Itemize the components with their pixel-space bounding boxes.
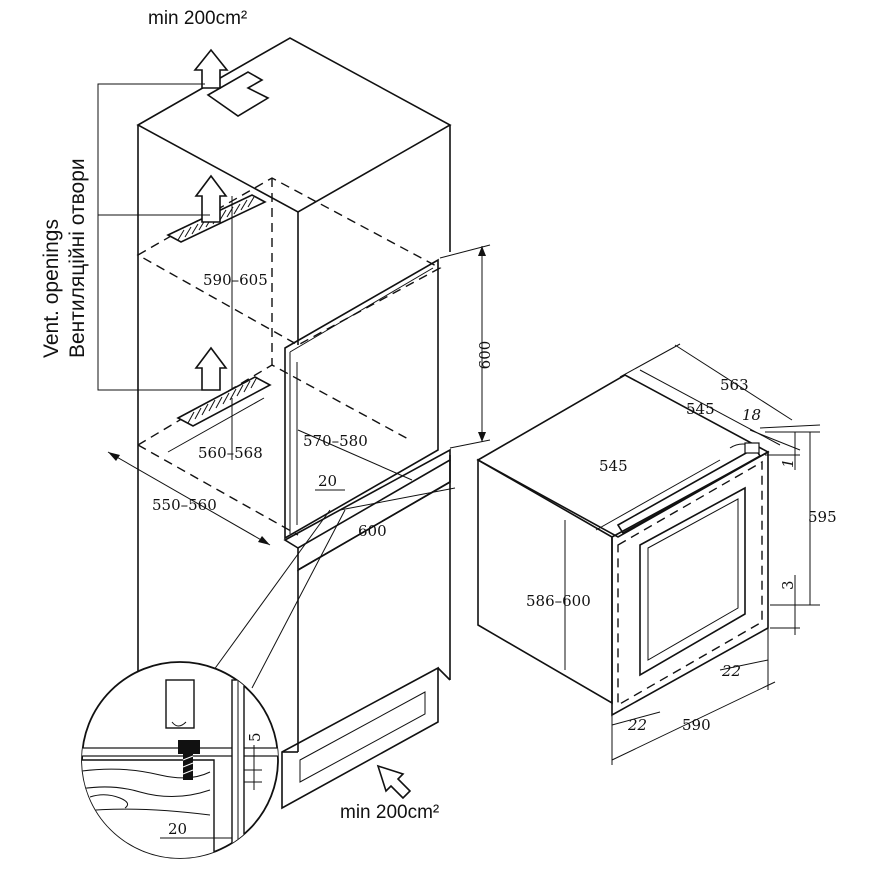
detail-magnifier: 5 20 bbox=[81, 661, 279, 859]
front-thickness-dim: 18 bbox=[742, 406, 761, 424]
niche-width-dim: 600 bbox=[358, 522, 387, 540]
bottom-airflow-label: min 200cm² bbox=[340, 802, 439, 823]
body-depth-side-dim: 545 bbox=[599, 457, 628, 475]
cabinet-dimension-labels: 590–605 600 560–568 570–580 550–560 20 6… bbox=[152, 271, 494, 540]
right-margin-dim: 22 bbox=[721, 662, 741, 680]
top-gap-dim: 1 bbox=[779, 458, 797, 468]
lower-vent-grille bbox=[176, 376, 272, 427]
bottom-gap-dim: 3 bbox=[779, 580, 797, 590]
vent-leader-lines bbox=[97, 83, 210, 391]
cabinet-dimension-lines bbox=[107, 196, 491, 546]
appliance-dimension-lines bbox=[564, 343, 821, 765]
tall-cabinet bbox=[136, 37, 452, 810]
body-depth-top-dim: 545 bbox=[686, 400, 715, 418]
up-arrow-icon bbox=[194, 346, 228, 391]
body-height-dim: 586–600 bbox=[526, 592, 591, 610]
detail-gap-dim: 5 bbox=[246, 732, 264, 742]
detail-leader bbox=[207, 509, 346, 689]
niche-depth-dim: 570–580 bbox=[303, 432, 368, 450]
strip-dim: 20 bbox=[318, 472, 337, 490]
overall-width-dim: 590 bbox=[682, 716, 711, 734]
vent-openings-label-uk: Вентиляційні отвори bbox=[66, 158, 89, 358]
outer-width-dim: 550–560 bbox=[152, 496, 217, 514]
lower-vent-width-dim: 560–568 bbox=[198, 444, 263, 462]
up-arrow-icon bbox=[194, 174, 228, 223]
left-margin-dim: 22 bbox=[627, 716, 647, 734]
niche-height-dim: 600 bbox=[476, 341, 494, 370]
up-arrow-icon bbox=[193, 48, 229, 89]
diagonal-arrow-icon bbox=[376, 764, 412, 800]
vent-spacing-dim: 590–605 bbox=[203, 271, 268, 289]
overall-depth-dim: 563 bbox=[720, 376, 749, 394]
appliance-dimension-labels: 563 545 18 545 1 595 3 586–600 22 22 590 bbox=[526, 376, 837, 734]
vent-openings-label-en: Vent. openings bbox=[40, 219, 63, 358]
overall-height-dim: 595 bbox=[808, 508, 837, 526]
detail-offset-dim: 20 bbox=[168, 820, 187, 838]
top-airflow-label: min 200cm² bbox=[148, 8, 247, 29]
